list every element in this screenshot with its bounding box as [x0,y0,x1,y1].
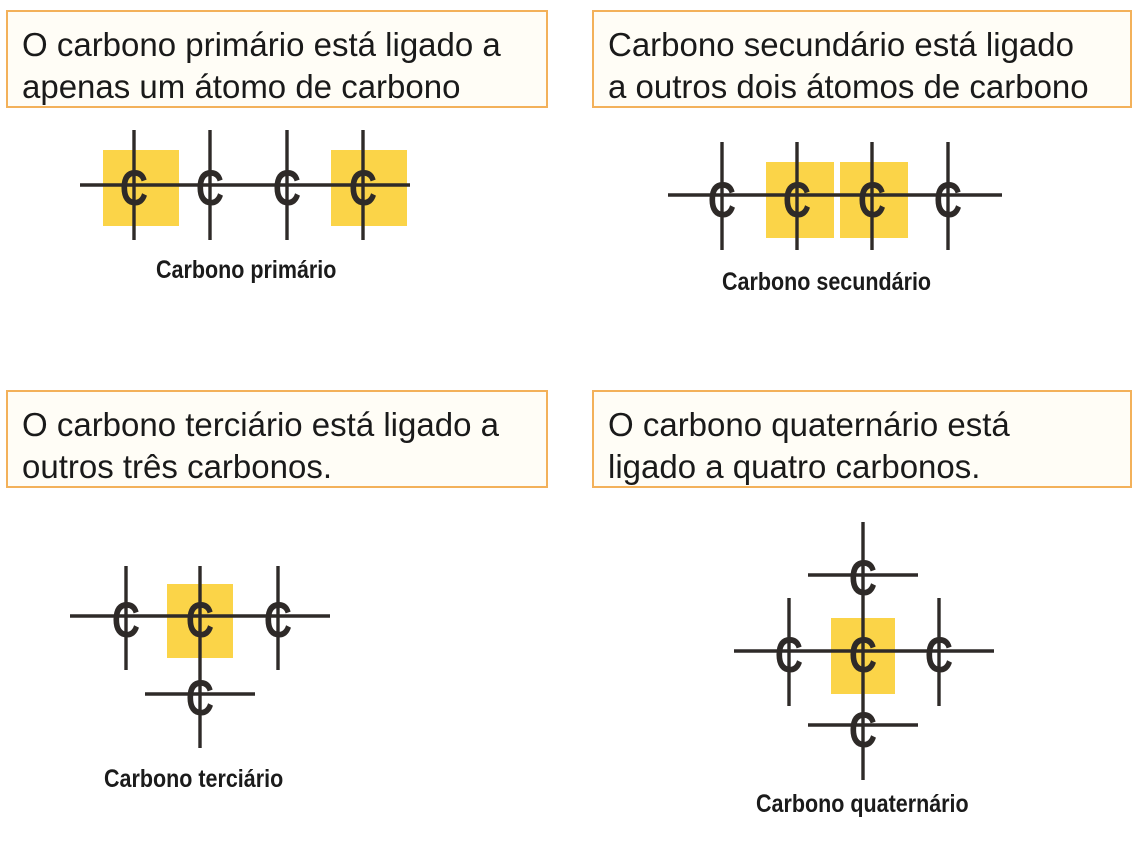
primary-highlight-right [331,150,407,226]
primary-highlight-left [103,150,179,226]
carbon-atom-bottom: C [849,701,877,758]
secondary-description-line-2: a outros dois átomos de carbono [608,68,1089,105]
carbon-atom-4: C [934,171,962,228]
carbon-atom-3: C [858,171,886,228]
carbon-atom-4: C [349,159,377,216]
tertiary-carbon-caption: Carbono terciário [104,765,284,793]
primary-description-line-1: O carbono primário está ligado a [22,26,501,63]
primary-carbon-caption: Carbono primário [156,256,337,284]
carbon-atom-right: C [264,591,292,648]
secondary-highlight-right [840,162,908,238]
primary-carbon-description-box: O carbono primário está ligado a apenas … [6,10,548,108]
carbon-atom-1: C [708,171,736,228]
tertiary-description-line-2: outros três carbonos. [22,448,332,485]
secondary-description-line-1: Carbono secundário está ligado [608,26,1074,63]
carbon-atom-2: C [196,159,224,216]
secondary-carbon-caption: Carbono secundário [722,268,932,296]
carbon-atom-top: C [849,549,877,606]
carbon-atom-left: C [112,591,140,648]
carbon-atom-right: C [925,626,953,683]
quaternary-carbon-caption: Carbono quaternário [756,790,969,818]
tertiary-carbon-description-box: O carbono terciário está ligado a outros… [6,390,548,488]
carbon-atom-center: C [186,591,214,648]
secondary-carbon-description-box: Carbono secundário está ligado a outros … [592,10,1132,108]
quaternary-description-line-2: ligado a quatro carbonos. [608,448,981,485]
tertiary-description-line-1: O carbono terciário está ligado a [22,406,499,443]
quaternary-carbon-description-box: O carbono quaternário está ligado a quat… [592,390,1132,488]
carbon-atom-left: C [775,626,803,683]
secondary-highlight-left [766,162,834,238]
carbon-atom-1: C [120,159,148,216]
carbon-atom-3: C [273,159,301,216]
carbon-atom-2: C [783,171,811,228]
primary-description-line-2: apenas um átomo de carbono [22,68,461,105]
carbon-atom-center: C [849,626,877,683]
quaternary-description-line-1: O carbono quaternário está [608,406,1010,443]
carbon-atom-branch: C [186,669,214,726]
